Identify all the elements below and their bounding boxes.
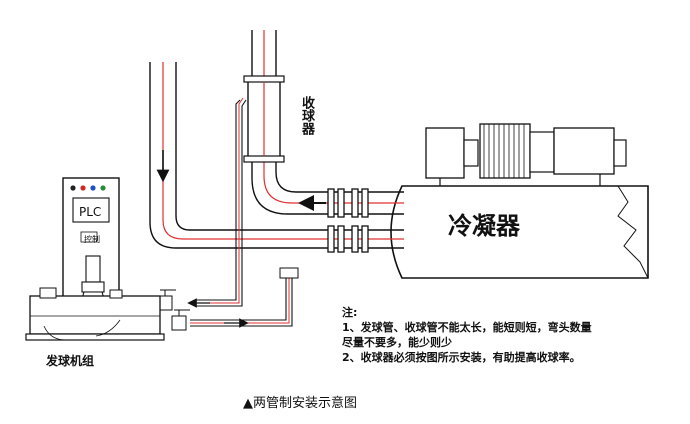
flange-pair-lower bbox=[327, 225, 369, 253]
collector-pipe bbox=[251, 30, 404, 215]
return-pipe bbox=[149, 62, 404, 249]
condenser-label: 冷凝器 bbox=[448, 211, 520, 240]
collector-label: 收球器 bbox=[299, 96, 314, 135]
ball-launching-unit bbox=[25, 177, 165, 341]
panel-tag: 控制 bbox=[84, 235, 100, 244]
return-pipe-center bbox=[162, 62, 404, 240]
flange-pair-upper bbox=[327, 188, 369, 218]
indicator-light bbox=[90, 185, 96, 191]
notes-title: 注: bbox=[342, 306, 358, 319]
condenser bbox=[390, 123, 649, 279]
figure-caption: ▲两管制安装示意图 bbox=[243, 396, 357, 411]
unit-label: 发球机组 bbox=[46, 354, 95, 368]
valve-lower bbox=[171, 309, 190, 331]
notes-line: 2、收球器必须按图所示安装，有助提高收球率。 bbox=[342, 351, 581, 364]
notes-line: 1、发球管、收球管不能太长，能短则短，弯头数量 bbox=[342, 321, 592, 334]
plc-screen bbox=[72, 197, 110, 223]
launch-tube bbox=[196, 97, 247, 307]
notes-block: 注: 1、发球管、收球管不能太长，能短则短，弯头数量 尽量不要多，能少则少 2、… bbox=[342, 305, 592, 365]
ball-collector bbox=[243, 75, 285, 163]
indicator-light bbox=[80, 185, 86, 191]
return-tube bbox=[190, 267, 299, 327]
indicator-light bbox=[100, 185, 106, 191]
plc-label: PLC bbox=[79, 205, 102, 219]
notes-line: 尽量不要多，能少则少 bbox=[342, 336, 452, 349]
indicator-light bbox=[70, 185, 76, 191]
valve-upper bbox=[157, 289, 176, 311]
